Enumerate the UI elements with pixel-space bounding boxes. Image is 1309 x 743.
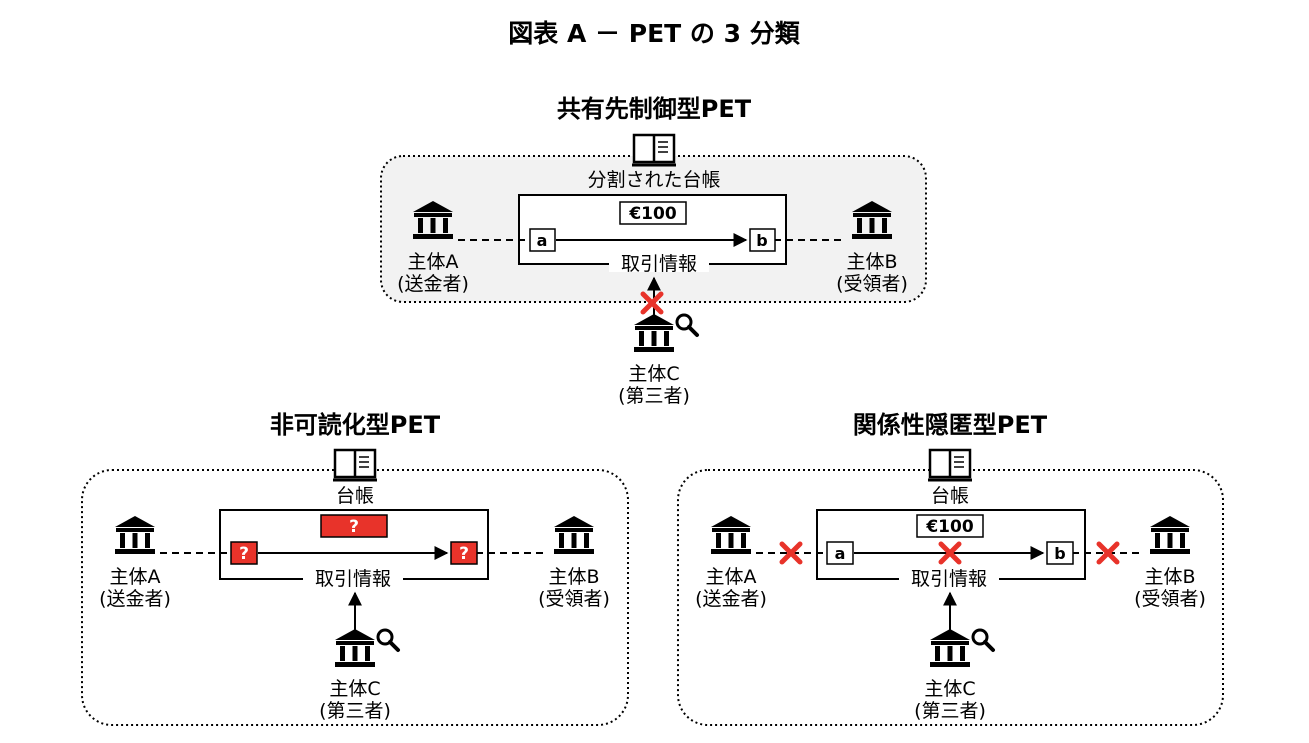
box-b-label: ?: [459, 544, 469, 564]
ledger-label: 台帳: [931, 485, 969, 507]
entity-a-name: 主体A: [408, 251, 459, 273]
panel-title: 共有先制御型PET: [557, 95, 752, 123]
box-b-label: b: [1054, 544, 1065, 563]
tx-label: 取引情報: [621, 253, 697, 275]
entity-b-name: 主体B: [846, 251, 897, 273]
entity-a-name: 主体A: [110, 566, 161, 588]
entity-b-name: 主体B: [548, 566, 599, 588]
box-b: [1046, 541, 1074, 565]
tx-label: 取引情報: [315, 568, 391, 590]
tx-label-bg: [609, 252, 709, 272]
box-a: [826, 541, 854, 565]
entity-c-name: 主体C: [924, 678, 975, 700]
panel-title: 非可読化型PET: [270, 411, 441, 439]
figure-title: 図表 A － PET の 3 分類: [508, 19, 800, 48]
bank-icon-c: [634, 314, 674, 352]
amount-value: €100: [925, 517, 973, 537]
entity-a-role: (送金者): [695, 588, 767, 610]
ledger-book-icon: [331, 448, 379, 482]
entity-c-role: (第三者): [618, 385, 690, 407]
ledger-label: 台帳: [336, 485, 374, 507]
box-a-label: a: [835, 544, 846, 563]
box-b: [749, 228, 776, 252]
entity-c-role: (第三者): [319, 700, 391, 722]
box-b-label: b: [756, 231, 767, 250]
box-b-hidden: [450, 541, 478, 565]
entity-a-role: (送金者): [397, 273, 469, 295]
entity-a-name: 主体A: [706, 566, 757, 588]
ledger-book-icon: [926, 448, 974, 482]
amount-hidden: ?: [349, 517, 359, 537]
entity-b-role: (受領者): [538, 588, 610, 610]
tx-label-bg: [899, 567, 999, 587]
amount-value: €100: [628, 204, 676, 224]
panel-shared: 共有先制御型PET 分割された台帳 €100 取引情報 a b 主体A (送金者…: [380, 95, 927, 407]
amount-box-hidden: [320, 514, 388, 538]
entity-a-role: (送金者): [99, 588, 171, 610]
panel-title: 関係性隠匿型PET: [853, 411, 1048, 439]
box-a-label: ?: [239, 544, 249, 564]
entity-c-name: 主体C: [628, 363, 679, 385]
magnifier-icon: [675, 313, 699, 337]
entity-c-name: 主体C: [329, 678, 380, 700]
entity-b-role: (受領者): [836, 273, 908, 295]
ledger-book-icon: [630, 133, 678, 167]
entity-b-role: (受領者): [1134, 588, 1206, 610]
tx-label: 取引情報: [911, 568, 987, 590]
entity-b-name: 主体B: [1144, 566, 1195, 588]
panel-relation: 関係性隠匿型PET 台帳 €100 取引情報 a b 主体A (送金者) 主体B…: [677, 411, 1224, 726]
box-a: [529, 228, 556, 252]
box-a-label: a: [537, 231, 548, 250]
panel-unreadable: 非可読化型PET 台帳 ? 取引情報 ? ? 主体A (送金者) 主体B (受領…: [81, 411, 629, 726]
tx-label-bg: [303, 567, 403, 587]
ledger-label: 分割された台帳: [587, 169, 720, 191]
amount-box: [916, 514, 984, 538]
entity-c-role: (第三者): [914, 700, 986, 722]
amount-box: [619, 201, 687, 225]
box-a-hidden: [230, 541, 258, 565]
